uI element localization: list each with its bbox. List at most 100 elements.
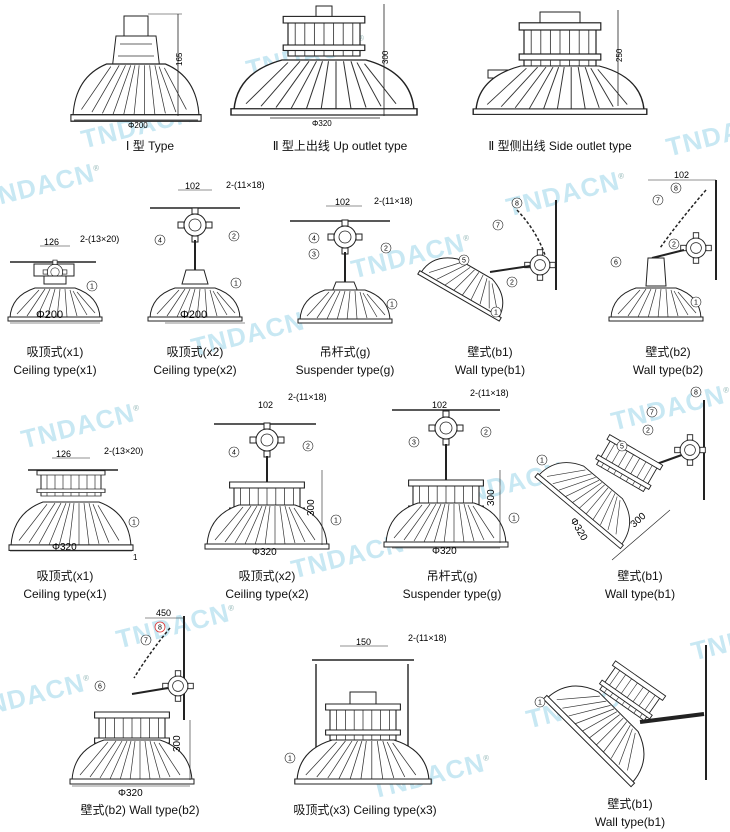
callout-label: 7 <box>496 223 500 230</box>
fixture-x3-320 <box>294 645 432 785</box>
caption-x1-320-en: Ceiling type(x1) <box>23 587 107 601</box>
callout-label: 6 <box>614 260 618 267</box>
dim-label: 102 <box>258 400 273 410</box>
caption-b1-side-en: Wall type(b1) <box>594 815 666 829</box>
callout-label: 1 <box>288 756 292 763</box>
dim-label: 165 <box>175 52 184 66</box>
caption-type-2-up: Ⅱ 型上出线 Up outlet type <box>272 139 408 153</box>
callout-label: 5 <box>462 258 466 265</box>
caption-x1-cn: 吸顶式(x1) <box>26 345 84 359</box>
callout-label: 2 <box>672 242 676 249</box>
dim-label: 102 <box>674 170 689 180</box>
callout-label: 1 <box>540 458 544 465</box>
dim-label: 2-(13×20) <box>104 446 143 456</box>
caption-type-1: Ⅰ 型 Type <box>125 139 175 153</box>
caption-x2-320-cn: 吸顶式(x2) <box>238 569 296 583</box>
caption-b1-320-cn: 壁式(b1) <box>617 569 663 583</box>
dim-label: Φ200 <box>128 121 148 130</box>
dim-label: Φ200 <box>180 309 207 321</box>
callout-label: 8 <box>158 625 162 632</box>
callout-label: 3 <box>412 440 416 447</box>
fixture-type-1 <box>70 13 202 122</box>
caption-x3-320: 吸顶式(x3) Ceiling type(x3) <box>293 803 437 817</box>
callout-label: 1 <box>694 300 698 307</box>
dim-label: 2-(11×18) <box>408 633 447 643</box>
dim-label: 2-(11×18) <box>470 388 509 398</box>
caption-b1-side-cn: 壁式(b1) <box>607 797 653 811</box>
caption-x2-cn: 吸顶式(x2) <box>166 345 224 359</box>
dim-label: 102 <box>185 181 200 191</box>
callout-label: 2 <box>646 428 650 435</box>
callout-label: 1 <box>512 516 516 523</box>
dim-label: 2-(11×18) <box>288 392 327 402</box>
fixture-b2-320 <box>69 616 195 787</box>
fixture-x1-320 <box>8 457 134 552</box>
dim-label: Φ320 <box>432 546 457 557</box>
callout-label: 2 <box>232 234 236 241</box>
dim-label: 300 <box>486 489 497 506</box>
fixture-b2-200 <box>608 179 717 322</box>
callout-label: 1 <box>390 302 394 309</box>
dim-label: 2-(13×20) <box>80 234 119 244</box>
dim-label: 300 <box>629 511 649 531</box>
dim-label: Φ200 <box>36 309 63 321</box>
dim-label: 102 <box>335 197 350 207</box>
fixture-b1-200 <box>417 200 557 322</box>
dim-label: 300 <box>306 499 317 516</box>
caption-g-cn: 吊杆式(g) <box>319 345 371 359</box>
caption-type-2-side: Ⅱ 型侧出线 Side outlet type <box>488 139 632 153</box>
dim-label: Φ320 <box>52 542 77 553</box>
caption-x1-en: Ceiling type(x1) <box>13 363 97 377</box>
dim-label: 150 <box>356 637 371 647</box>
caption-x2-320-en: Ceiling type(x2) <box>225 587 309 601</box>
callout-label: 2 <box>484 430 488 437</box>
dim-label: 300 <box>381 50 390 64</box>
fixture-g-200 <box>290 205 393 324</box>
caption-b1-cn: 壁式(b1) <box>467 345 513 359</box>
dim-label: 126 <box>56 449 71 459</box>
caption-x2-en: Ceiling type(x2) <box>153 363 237 377</box>
dim-label: Φ320 <box>252 547 277 558</box>
dim-label: 126 <box>44 237 59 247</box>
callout-label: 7 <box>650 410 654 417</box>
callout-label: 7 <box>144 638 148 645</box>
fixture-x1-200 <box>7 245 103 324</box>
fixture-g-320 <box>383 409 509 549</box>
callout-label: 4 <box>158 238 162 245</box>
fixture-x2-320 <box>204 422 330 550</box>
caption-b2-cn: 壁式(b2) <box>645 345 691 359</box>
callout-label: 1 <box>132 520 136 527</box>
callout-label: 2 <box>384 246 388 253</box>
callout-label: 8 <box>515 201 519 208</box>
caption-g-320-cn: 吊杆式(g) <box>426 569 478 583</box>
fixture-b1-320 <box>534 400 706 561</box>
callout-label: 5 <box>620 444 624 451</box>
dim-label: 450 <box>156 608 171 618</box>
dim-label: Φ320 <box>312 119 332 128</box>
caption-g-en: Suspender type(g) <box>295 363 395 377</box>
callout-label: 7 <box>656 198 660 205</box>
callout-label: 1 <box>494 310 498 317</box>
dim-label: Φ320 <box>118 788 143 799</box>
callout-label: 3 <box>312 252 316 259</box>
fixture-b1-320-side <box>542 645 707 788</box>
callout-label: 8 <box>674 186 678 193</box>
fixture-type-2-side <box>472 10 648 116</box>
callout-label: 8 <box>694 390 698 397</box>
dim-label: 2-(11×18) <box>374 196 413 206</box>
callout-label: 6 <box>98 684 102 691</box>
caption-b2-320: 壁式(b2) Wall type(b2) <box>80 803 200 817</box>
caption-g-320-en: Suspender type(g) <box>402 587 502 601</box>
caption-x1-320-cn: 吸顶式(x1) <box>36 569 94 583</box>
caption-b1-320-en: Wall type(b1) <box>604 587 676 601</box>
callout-label: 1 <box>334 518 338 525</box>
callout-label: 1 <box>538 700 542 707</box>
callout-label: 1 <box>234 281 238 288</box>
dim-label: Φ320 <box>567 516 589 543</box>
caption-b2-en: Wall type(b2) <box>632 363 704 377</box>
callout-label: 2 <box>510 280 514 287</box>
callout-label: 2 <box>306 444 310 451</box>
